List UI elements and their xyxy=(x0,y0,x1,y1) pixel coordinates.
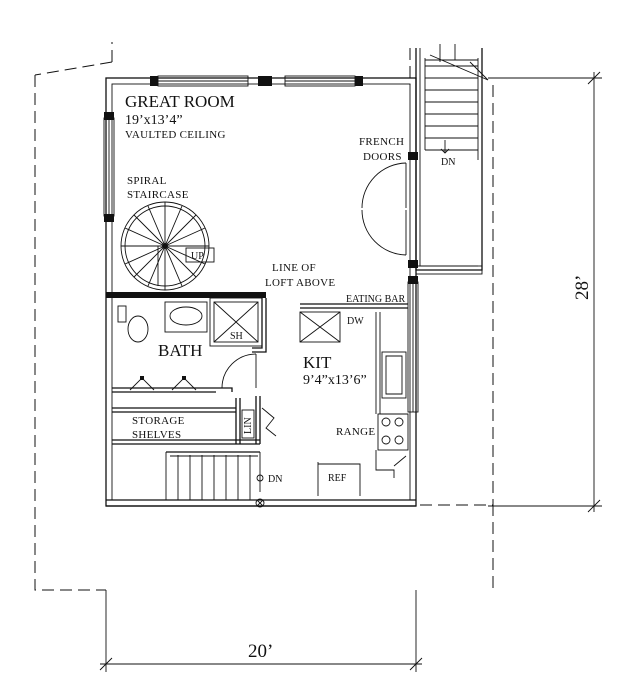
storage-label: STORAGE xyxy=(132,415,185,427)
refrigerator xyxy=(317,455,407,496)
bath-label: BATH xyxy=(158,341,202,360)
kitchen-label: KIT xyxy=(303,353,332,372)
stairs-dn-label: DN xyxy=(268,474,282,485)
depth-dimension: 28’ xyxy=(572,275,593,300)
deck-stairs xyxy=(415,44,489,275)
spiral-label: SPIRAL xyxy=(127,175,167,187)
kitchen-counters xyxy=(299,303,408,415)
bath-fixtures xyxy=(117,301,208,343)
top-windows xyxy=(150,75,363,87)
deck-dn-label: DN xyxy=(441,157,455,168)
range xyxy=(375,413,409,478)
doors-label: DOORS xyxy=(363,151,402,163)
great-room-size: 19’x13’4” xyxy=(125,113,183,128)
shower xyxy=(209,297,263,347)
width-dimension: 20’ xyxy=(248,641,273,662)
dishwasher-label: DW xyxy=(347,316,364,327)
roof-eave-lines xyxy=(34,42,494,591)
lower-stairs xyxy=(165,451,265,508)
storage-doors xyxy=(129,376,197,391)
shelves-label: SHELVES xyxy=(132,429,181,441)
range-label: RANGE xyxy=(336,426,375,438)
linen-label: LIN xyxy=(243,417,254,434)
vaulted-ceiling-label: VAULTED CEILING xyxy=(125,129,226,141)
french-label: FRENCH xyxy=(359,136,404,148)
up-label: UP xyxy=(191,251,204,262)
eating-bar-label: EATING BAR xyxy=(346,294,405,305)
dimension-width xyxy=(99,590,423,672)
refrigerator-label: REF xyxy=(328,473,347,484)
shower-label: SH xyxy=(230,331,243,342)
spiral-staircase xyxy=(120,201,215,291)
kitchen-size: 9’4”x13’6” xyxy=(303,373,367,388)
left-window xyxy=(103,112,115,222)
french-doors xyxy=(361,162,407,256)
staircase-label: STAIRCASE xyxy=(127,189,189,201)
great-room-label: GREAT ROOM xyxy=(125,92,235,111)
loft-line-label: LINE OF xyxy=(272,262,316,274)
loft-above-label: LOFT ABOVE xyxy=(265,277,335,289)
linen-door xyxy=(241,407,277,439)
right-window xyxy=(407,152,419,413)
bath-door xyxy=(221,353,257,389)
dimension-depth xyxy=(488,71,602,513)
